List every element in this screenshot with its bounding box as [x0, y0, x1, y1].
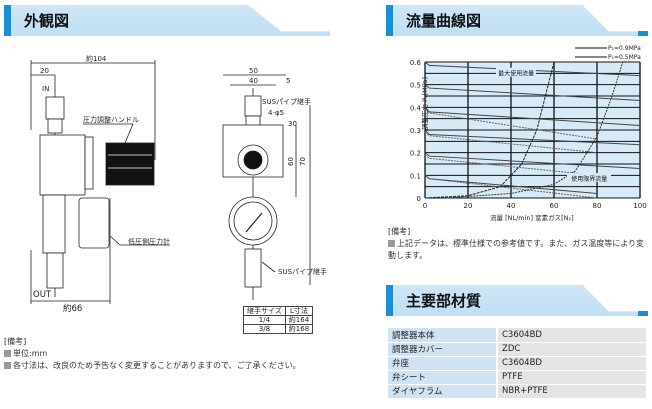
section-header-flow: 流量曲線図: [386, 5, 648, 36]
y-tick-label: 0.2: [410, 150, 421, 158]
x-axis-label: 流量 [NL/min] 窒素ガス[N₂]: [490, 213, 574, 222]
material-value: PTFE: [497, 370, 646, 385]
material-value: C3604BD: [497, 328, 646, 343]
material-part: 弁シート: [388, 370, 498, 385]
series-line-p1-0.9: [424, 84, 641, 102]
dim-front-width: 50: [249, 67, 258, 75]
size-cell: 約164: [284, 315, 314, 325]
dim-front-inner: 40: [249, 77, 258, 85]
x-tick-label: 80: [593, 202, 602, 210]
section-title: 主要部材質: [406, 292, 482, 310]
dim-offset5: 5: [286, 77, 290, 85]
dim-total-width: 約104: [86, 54, 107, 63]
fitting-top-label: SUSパイプ継手: [262, 97, 311, 106]
notes-heading: [備考]: [4, 337, 27, 346]
right-notes: [備考] 上記データは、標準仕様での参考値です。また、ガス温度等により変動します…: [388, 226, 652, 262]
size-cell: 3/8: [243, 324, 286, 334]
y-axis-label: 調整圧力 P₂[MPa]: [420, 77, 429, 130]
size-cell: 1/4: [243, 315, 286, 325]
material-part: 弁座: [388, 356, 498, 371]
legend-label: P₁=0.5MPa: [608, 54, 641, 61]
gauge-label: 低圧側圧力計: [128, 237, 170, 246]
out-label: OUT: [33, 290, 52, 300]
dim-30: 30: [288, 120, 297, 128]
material-part: 調整器本体: [388, 328, 498, 343]
dim-bottom-width: 約66: [63, 303, 82, 314]
in-label: IN: [42, 85, 49, 93]
note-item: 上記データは、標準仕様での参考値です。また、ガス温度等により変動します。: [388, 239, 645, 260]
note-item: 単位:mm: [13, 349, 48, 358]
annotation-bg: [566, 173, 611, 183]
section-header-materials: 主要部材質: [386, 285, 648, 316]
x-tick-label: 60: [550, 202, 559, 210]
section-title: 外観図: [24, 12, 70, 30]
size-cell: 約168: [284, 324, 314, 334]
y-tick-label: 0.4: [410, 104, 422, 112]
x-tick-label: 0: [423, 202, 427, 210]
material-value: C3604BD: [497, 356, 646, 371]
notes-heading: [備考]: [388, 227, 411, 236]
size-header: 継手サイズ: [243, 306, 286, 316]
annotation-max-flow: 最大使用流量: [498, 70, 534, 78]
series-line-p1-0.9: [424, 129, 641, 146]
series-line-p1-0.5: [424, 109, 598, 140]
size-header: L寸法: [284, 306, 314, 316]
x-tick-label: 100: [633, 202, 646, 210]
material-part: 調整器カバー: [388, 342, 498, 357]
y-tick-label: 0.6: [410, 59, 422, 67]
series-line-p1-0.9: [424, 152, 641, 170]
x-tick-label: 20: [464, 202, 473, 210]
left-notes: [備考] 単位:mm 各寸法は、改良のため予告なく変更することがありますので、ご…: [4, 336, 301, 372]
material-value: ZDC: [497, 342, 646, 357]
max-flow-curve: [424, 61, 555, 199]
x-tick-label: 40: [507, 202, 516, 210]
series-line-p1-0.9: [424, 106, 641, 126]
y-tick-label: 0.5: [410, 82, 421, 90]
limit-flow-curve: [446, 61, 624, 199]
legend-label: P₁=0.9MPa: [608, 45, 641, 52]
series-line-p1-0.5: [424, 131, 598, 154]
series-line-p1-0.5: [424, 154, 598, 176]
annotation-limit-flow: 使用限界流量: [571, 175, 607, 183]
exterior-drawing: 約104 20 IN 圧力調整ハンドル 低圧側圧力計 OUT 約66 50 40…: [30, 54, 327, 314]
fitting-bottom-label: SUSパイプ継手: [278, 267, 327, 276]
note-item: 各寸法は、改良のため予告なく変更することがありますので、ご了承ください。: [13, 361, 301, 370]
hole-label: 4-φ5: [268, 109, 284, 117]
material-part: ダイヤフラム: [388, 384, 498, 399]
material-value: NBR+PTFE: [497, 384, 646, 399]
dim-60: 60: [287, 157, 295, 166]
series-line-p1-0.9: [424, 61, 641, 77]
annotation-bg: [495, 67, 536, 77]
y-tick-label: 0.1: [410, 172, 421, 180]
dim-70: 70: [299, 157, 307, 166]
flow-chart: 0 20 40 60 80 100 0 0.1 0.2 0.3 0.4 0.5 0.6 最大使用流量使用限…: [410, 45, 647, 222]
y-tick-label: 0.3: [410, 127, 421, 135]
handle-label: 圧力調整ハンドル: [83, 115, 139, 124]
dim-in-offset: 20: [40, 67, 49, 75]
section-header-exterior: 外観図: [4, 5, 330, 36]
section-title: 流量曲線図: [406, 12, 482, 30]
y-tick-label: 0: [417, 195, 421, 203]
series-line-p1-0.5: [424, 174, 598, 199]
